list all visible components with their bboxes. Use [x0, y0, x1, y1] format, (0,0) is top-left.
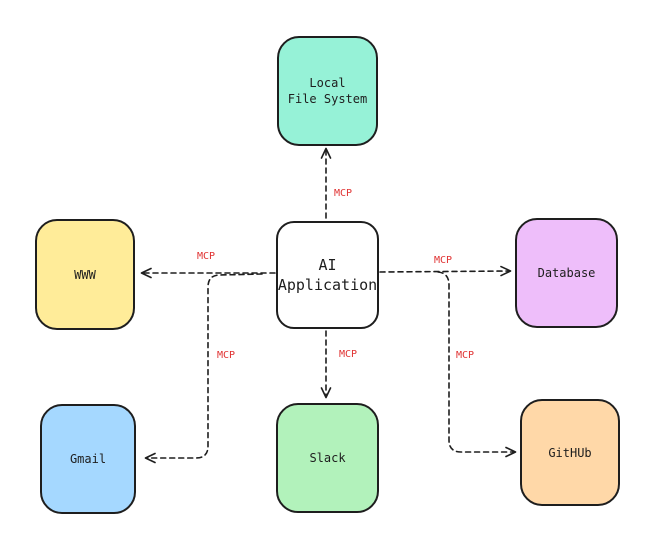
mcp-label-www: MCP: [197, 251, 216, 262]
www-node: WWW: [35, 219, 135, 330]
connector-ai-to-gmail: [144, 273, 263, 464]
mcp-label-database: MCP: [434, 255, 453, 266]
mcp-label-slack: MCP: [339, 349, 358, 360]
database-label: Database: [537, 266, 596, 280]
github-label: GitHUb: [548, 445, 592, 460]
github-node: GitHUb: [520, 399, 620, 506]
gmail-node: Gmail: [40, 404, 136, 514]
www-label: WWW: [74, 267, 96, 282]
mcp-label-gmail: MCP: [217, 350, 236, 361]
connector-ai-to-github: [437, 271, 517, 458]
slack-node: Slack: [276, 403, 379, 513]
ai-application-label: AI Application: [277, 256, 378, 294]
gmail-label: Gmail: [69, 452, 107, 466]
mcp-label-local-fs: MCP: [334, 188, 353, 199]
slack-label: Slack: [309, 451, 346, 465]
ai-application-node: AI Application: [276, 221, 379, 329]
local-file-system-label: Local File System: [287, 76, 368, 106]
connector-ai-to-database: [379, 265, 512, 277]
database-node: Database: [515, 218, 618, 328]
mcp-label-github: MCP: [456, 350, 475, 361]
local-file-system-node: Local File System: [277, 36, 378, 146]
